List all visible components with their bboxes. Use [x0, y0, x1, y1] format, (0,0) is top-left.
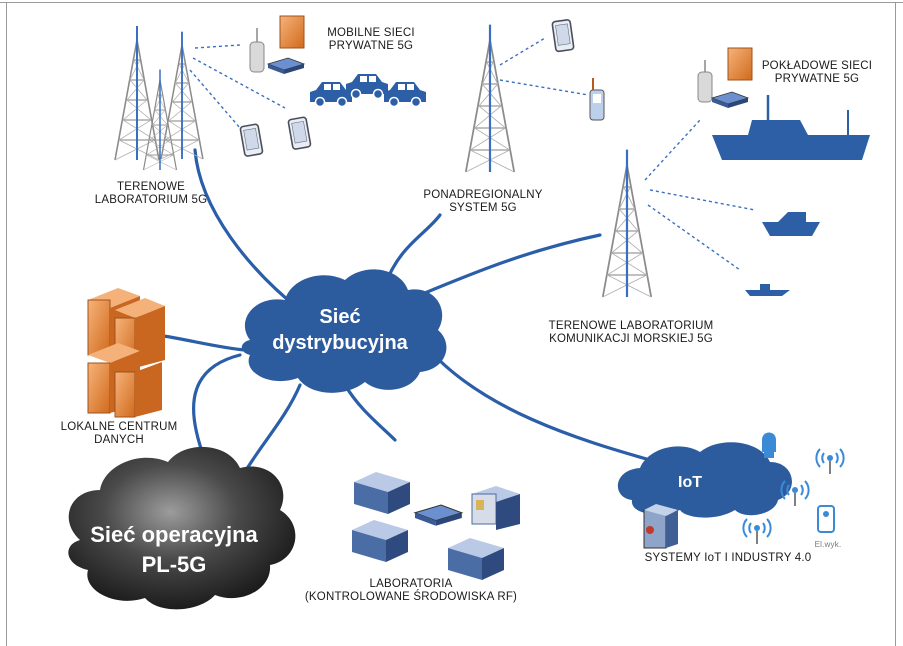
maritime-label-line1: TERENOWE LABORATORIUM [548, 320, 714, 332]
supraregional-devices [551, 18, 605, 121]
labs-label: LABORATORIA (KONTROLOWANE ŚRODOWISKA RF) [296, 578, 526, 604]
boats [745, 212, 820, 296]
operational-cloud-line2: PL-5G [141, 552, 207, 577]
iot-devices [643, 432, 845, 549]
datacenter-label-line2: DANYCH [94, 434, 144, 446]
iot-cloud-label: IoT [678, 474, 702, 491]
datacenter-servers [87, 288, 165, 418]
distribution-cloud [241, 269, 447, 393]
operational-cloud [68, 446, 296, 610]
mobile-private-equipment [239, 15, 427, 158]
distribution-cloud-line2: dystrybucyjna [272, 332, 408, 354]
onboard-label-line2: PRYWATNE 5G [774, 73, 860, 85]
onboard-label: POKŁADOWE SIECI PRYWATNE 5G [752, 60, 882, 86]
elwyk-label: El.wyk. [814, 540, 842, 549]
supraregional-tower [464, 23, 516, 174]
maritime-tower [601, 148, 653, 299]
onboard-equipment [697, 47, 870, 160]
frame-left-border [6, 2, 7, 646]
field-lab-label-line2: LABORATORIUM 5G [94, 194, 208, 206]
frame-top-border [0, 2, 903, 3]
labs-equipment [352, 472, 520, 580]
field-lab-label-line1: TERENOWE [116, 181, 186, 193]
maritime-label: TERENOWE LABORATORIUM KOMUNIKACJI MORSKI… [536, 320, 726, 346]
mobile-private-label-line2: PRYWATNE 5G [328, 40, 414, 52]
labs-label-line1: LABORATORIA [369, 578, 453, 590]
supraregional-label-line1: PONADREGIONALNY [423, 189, 543, 201]
wireless-links [189, 37, 756, 271]
operational-cloud-line1: Sieć operacyjna [90, 522, 258, 547]
mobile-private-label-line1: MOBILNE SIECI [327, 27, 415, 39]
supraregional-label-line2: SYSTEM 5G [449, 202, 517, 214]
labs-label-line2: (KONTROLOWANE ŚRODOWISKA RF) [304, 591, 518, 603]
frame-right-border [895, 2, 896, 646]
supraregional-label: PONADREGIONALNY SYSTEM 5G [413, 189, 553, 215]
datacenter-label: LOKALNE CENTRUM DANYCH [54, 421, 184, 447]
mobile-private-label: MOBILNE SIECI PRYWATNE 5G [296, 27, 446, 53]
datacenter-label-line1: LOKALNE CENTRUM [60, 421, 178, 433]
iot-cloud [617, 442, 792, 518]
iot-systems-label: SYSTEMY IoT I INDUSTRY 4.0 [644, 552, 812, 564]
onboard-label-line1: POKŁADOWE SIECI [761, 60, 873, 72]
distribution-cloud-line1: Sieć [319, 306, 361, 328]
maritime-label-line2: KOMUNIKACJI MORSKIEJ 5G [549, 333, 713, 345]
field-lab-towers [114, 25, 204, 171]
field-lab-label: TERENOWE LABORATORIUM 5G [86, 181, 216, 207]
